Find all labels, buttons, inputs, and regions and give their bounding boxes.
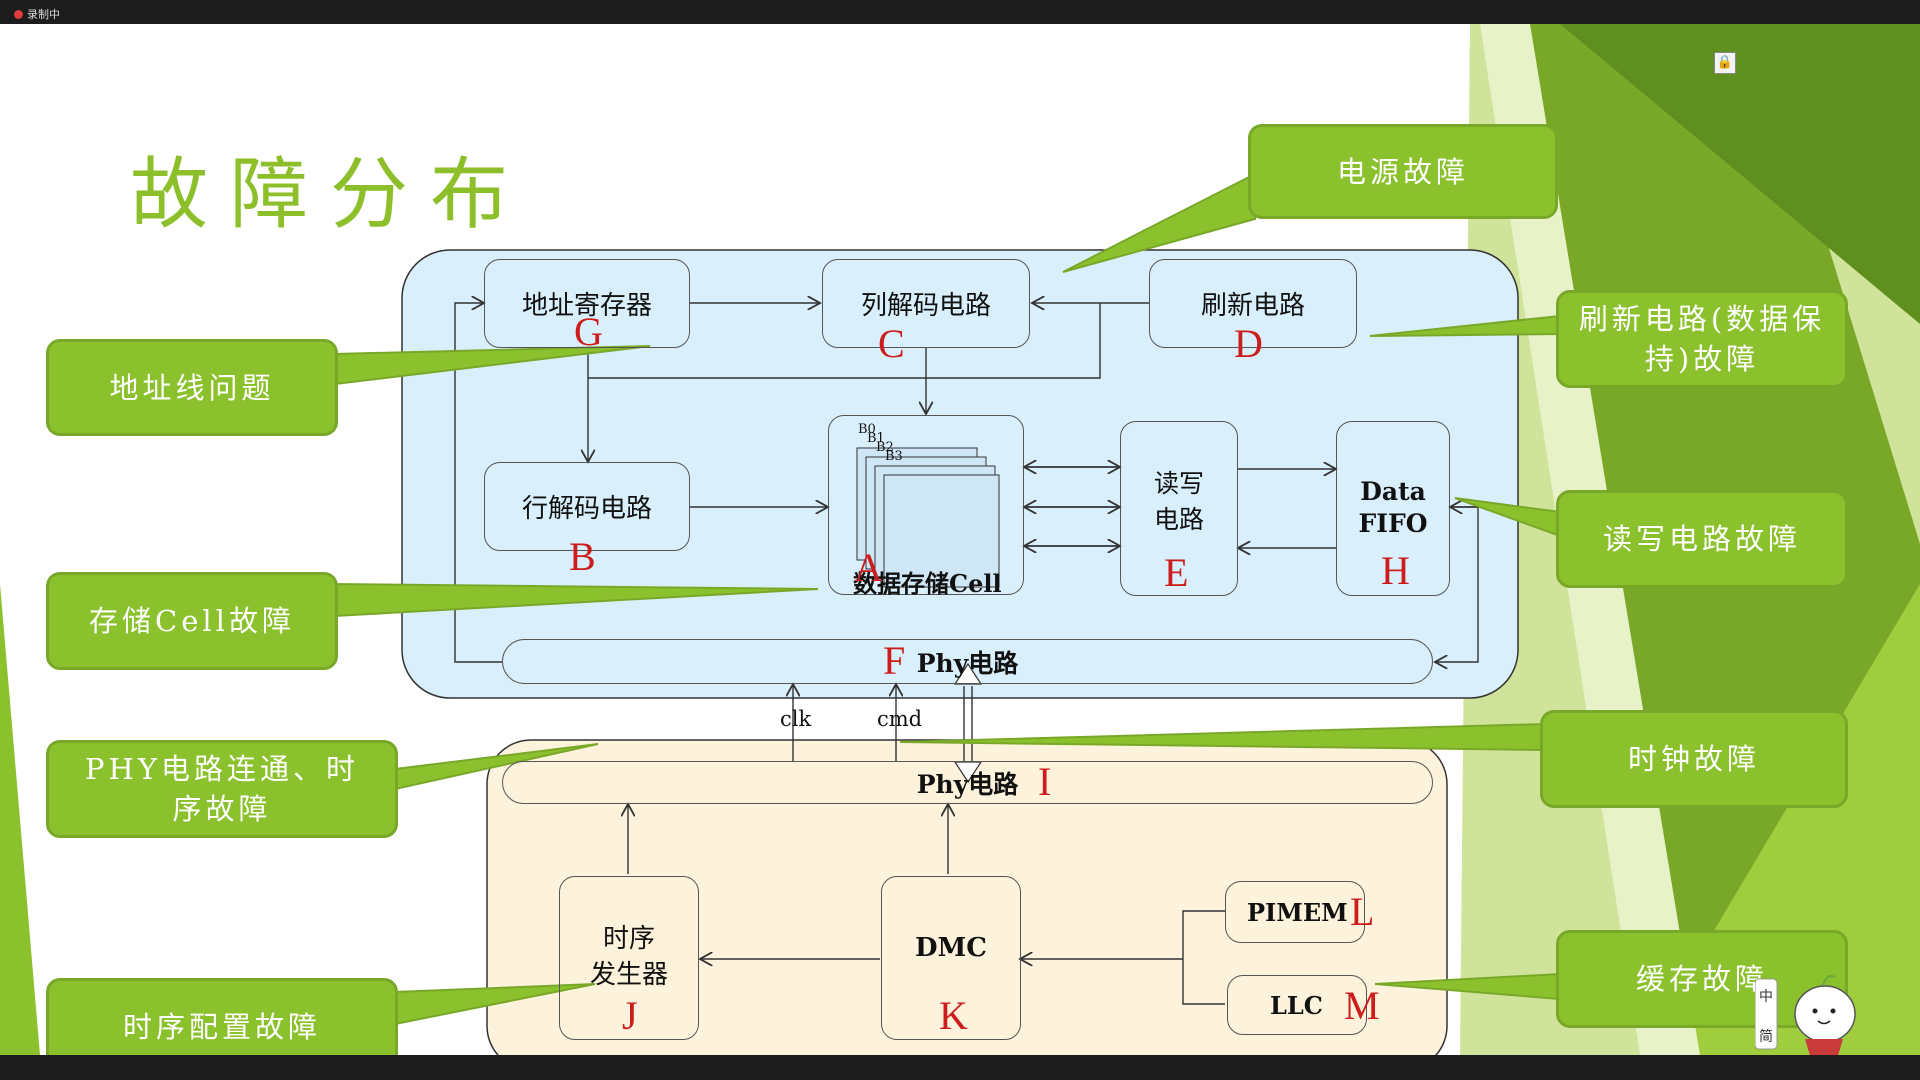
rw-circuit-label-line1: 读写 bbox=[1153, 469, 1204, 498]
fault-letter-k: K bbox=[939, 993, 968, 1038]
column-decoder-box: 列解码电路 bbox=[822, 259, 1030, 348]
callout-cell-fault: 存储Cell故障 bbox=[46, 572, 338, 670]
callout-phy-fault: PHY电路连通、时序故障 bbox=[46, 740, 398, 838]
phy-circuit-top: Phy电路 bbox=[502, 639, 1433, 684]
callout-pointers bbox=[334, 172, 1561, 1026]
fault-letter-c: C bbox=[878, 321, 905, 366]
data-cell-label: 数据存储Cell bbox=[853, 569, 1002, 598]
row-decoder-box: 行解码电路 bbox=[484, 462, 690, 551]
data-arrow-up bbox=[953, 662, 983, 685]
timing-generator-label-line2: 发生器 bbox=[589, 960, 668, 990]
fault-letter-m: M bbox=[1344, 983, 1380, 1028]
pimem-box: PIMEM bbox=[1225, 881, 1365, 943]
callout-timing-config-fault: 时序配置故障 bbox=[46, 978, 398, 1055]
callout-refresh-fault: 刷新电路(数据保持)故障 bbox=[1556, 290, 1848, 388]
rw-circuit-label-line2: 电路 bbox=[1153, 505, 1204, 534]
phy-circuit-bottom: Phy电路 bbox=[502, 761, 1433, 804]
slide: 🔒 故障分布 电源故障 地址线问题 刷新电路(数据保持)故障 存储Cell故障 … bbox=[0, 24, 1920, 1055]
bg-decor-left bbox=[0, 584, 40, 1055]
callout-power-fault: 电源故障 bbox=[1248, 124, 1558, 219]
lock-icon[interactable]: 🔒 bbox=[1714, 52, 1736, 74]
cmd-label: cmd bbox=[877, 707, 923, 731]
bank-label-b1: B1 bbox=[867, 431, 885, 446]
callout-address-line: 地址线问题 bbox=[46, 339, 338, 436]
dmc-label: DMC bbox=[914, 933, 988, 963]
data-arrow-down bbox=[953, 761, 983, 784]
data-cell-box bbox=[828, 415, 1024, 595]
timing-generator-box: 时序 发生器 bbox=[559, 876, 699, 1040]
address-register-label: 地址寄存器 bbox=[521, 291, 652, 321]
svg-text:简: 简 bbox=[1759, 1028, 1773, 1045]
data-fifo-box: Data FIFO bbox=[1336, 421, 1450, 596]
bank-label-b2: B2 bbox=[876, 440, 894, 455]
llc-label: LLC bbox=[1270, 990, 1323, 1020]
callout-clock-fault: 时钟故障 bbox=[1540, 710, 1848, 808]
data-fifo-label-line1: Data bbox=[1360, 477, 1426, 506]
recording-toolbar: 录制中 bbox=[0, 0, 1920, 24]
fault-letter-a: A bbox=[854, 545, 883, 590]
llc-box: LLC bbox=[1227, 975, 1367, 1035]
bg-decor-darker bbox=[1560, 24, 1920, 324]
mascot-sticker-icon: 中 简 bbox=[1755, 975, 1856, 1055]
fault-letter-d: D bbox=[1234, 321, 1263, 366]
bank-stack bbox=[856, 447, 1000, 588]
pimem-label: PIMEM bbox=[1247, 897, 1348, 927]
address-register-box: 地址寄存器 bbox=[484, 259, 690, 348]
bank-label-b3: B3 bbox=[885, 449, 903, 464]
fault-letter-h: H bbox=[1381, 548, 1410, 593]
bank-label-b0: B0 bbox=[858, 422, 876, 437]
clk-label: clk bbox=[780, 707, 812, 731]
fault-letter-b: B bbox=[569, 534, 596, 579]
dmc-box: DMC bbox=[881, 876, 1021, 1040]
data-fifo-label-line2: FIFO bbox=[1358, 509, 1428, 538]
recording-indicator[interactable]: 录制中 bbox=[14, 6, 60, 22]
fault-letter-e: E bbox=[1164, 550, 1189, 595]
fault-letter-f: F bbox=[883, 638, 906, 683]
refresh-circuit-label: 刷新电路 bbox=[1200, 291, 1305, 321]
recording-label: 录制中 bbox=[27, 8, 60, 21]
phy-circuit-top-label: Phy电路 bbox=[916, 648, 1019, 678]
bottom-bar bbox=[0, 1055, 1920, 1080]
callout-rw-fault: 读写电路故障 bbox=[1556, 490, 1848, 588]
phy-circuit-bottom-label: Phy电路 bbox=[916, 769, 1019, 799]
column-decoder-label: 列解码电路 bbox=[860, 291, 991, 321]
refresh-circuit-box: 刷新电路 bbox=[1149, 259, 1357, 348]
fault-letter-g: G bbox=[574, 309, 603, 354]
connector-lines bbox=[454, 303, 1479, 1005]
fault-letter-i: I bbox=[1038, 759, 1052, 804]
row-decoder-label: 行解码电路 bbox=[521, 494, 652, 524]
fault-letter-l: L bbox=[1350, 889, 1375, 934]
rw-circuit-box: 读写 电路 bbox=[1120, 421, 1238, 596]
slide-title: 故障分布 bbox=[130, 150, 531, 240]
svg-text:中: 中 bbox=[1759, 989, 1773, 1005]
timing-generator-label-line1: 时序 bbox=[602, 924, 655, 954]
record-icon bbox=[14, 9, 23, 19]
fault-letter-j: J bbox=[622, 993, 638, 1038]
